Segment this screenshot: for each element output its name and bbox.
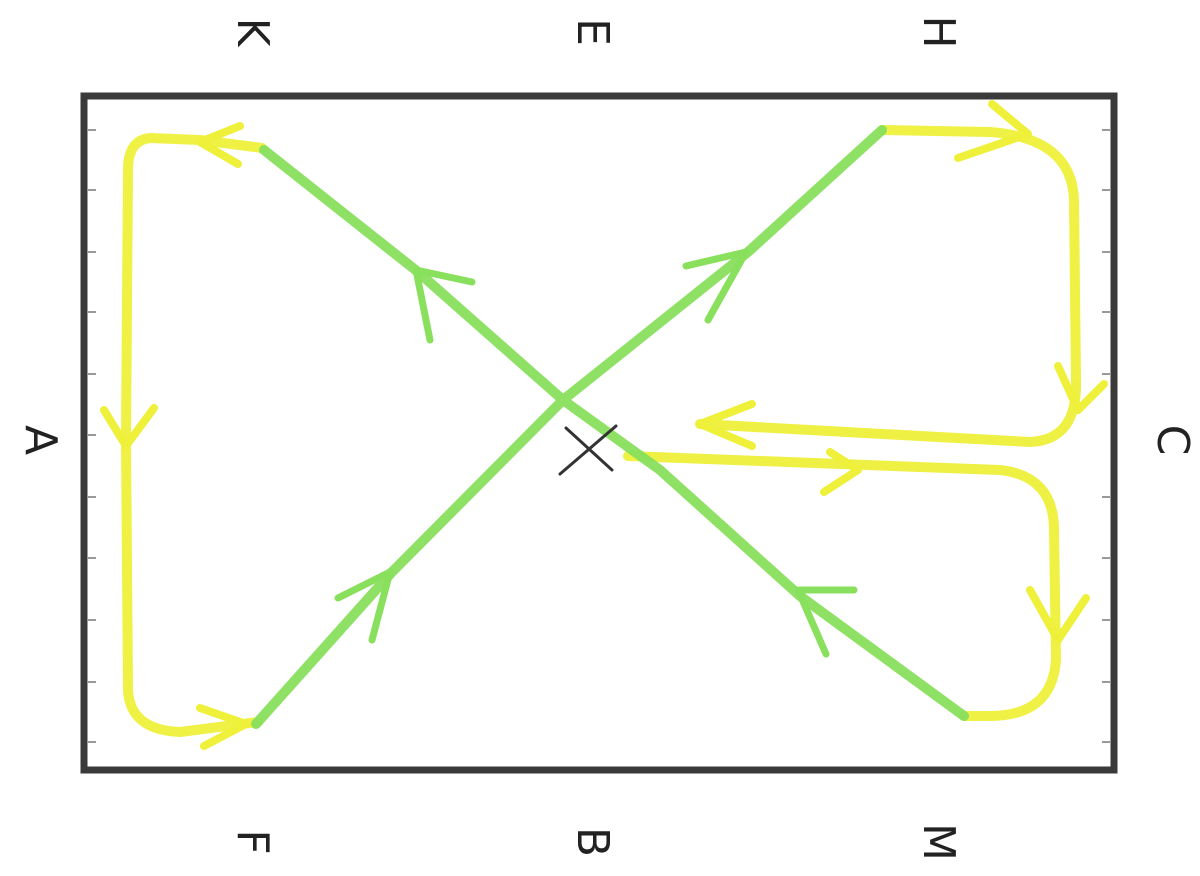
diagonal-f-to-h — [251, 125, 887, 729]
marker-e: E — [567, 18, 618, 46]
diagonal-arrowheads — [334, 248, 858, 658]
arrowhead-k-corner — [196, 122, 244, 168]
diagonal-k-to-m — [259, 145, 969, 721]
marker-m: M — [913, 823, 964, 861]
arrowhead-upper-left — [412, 266, 476, 344]
marker-f: F — [227, 829, 278, 854]
arena-boundary — [80, 92, 1118, 774]
arrowhead-m-lower — [1026, 586, 1090, 644]
marker-h: H — [913, 15, 964, 48]
left-side-ticks — [88, 129, 96, 743]
right-side-ticks — [1102, 129, 1110, 743]
arrowhead-c-upper — [1054, 362, 1108, 414]
arrowhead-lower-left — [334, 568, 394, 644]
arrowhead-lower-right — [794, 586, 858, 658]
marker-b: B — [567, 827, 618, 857]
top-right-loop-path — [695, 125, 1082, 447]
arrowhead-h-corner — [954, 100, 1032, 162]
arrowhead-from-center-lower — [820, 448, 862, 496]
arrowhead-left-side — [100, 404, 158, 450]
left-loop-path — [121, 133, 267, 737]
arrowhead-to-center-upper — [696, 400, 756, 450]
center-x-mark — [558, 424, 618, 476]
marker-c: C — [1147, 425, 1198, 456]
arrowhead-upper-right — [682, 248, 750, 324]
loop-arrowheads — [100, 100, 1108, 750]
diagonal-paths — [251, 125, 969, 729]
marker-k: K — [227, 18, 278, 48]
arrowhead-f-corner — [196, 704, 250, 750]
marker-a: A — [15, 425, 66, 455]
bottom-right-loop-path — [623, 451, 1061, 721]
